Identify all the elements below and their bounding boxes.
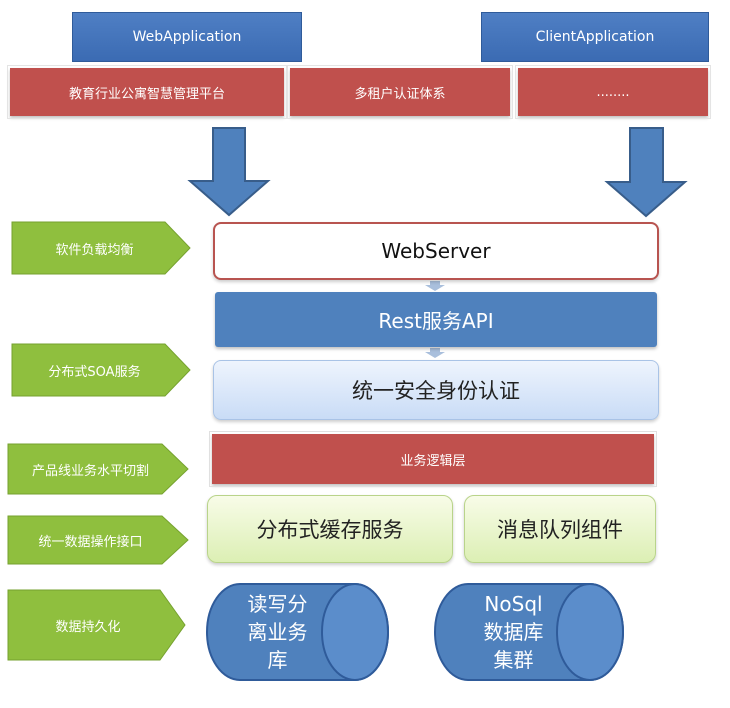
- message-queue-box: 消息队列组件: [464, 495, 656, 563]
- business-logic-box: 业务逻辑层: [209, 431, 657, 487]
- tag-horizontal-split: 产品线业务水平切割: [31, 463, 149, 479]
- tag-arrow-4: [7, 515, 189, 565]
- web-application-label: WebApplication: [132, 29, 242, 45]
- multi-tenant-auth-label: 多租户认证体系: [354, 86, 446, 102]
- business-logic-label: 业务逻辑层: [400, 453, 466, 469]
- tag-arrow-2: [11, 343, 191, 397]
- nosql-line-2: 数据库: [483, 620, 544, 644]
- small-arrow-1: [425, 281, 445, 291]
- rw-database-cylinder: [206, 583, 389, 681]
- distributed-cache-label: 分布式缓存服务: [256, 518, 404, 542]
- nosql-cluster-cylinder: [434, 583, 624, 681]
- apartment-platform-label: 教育行业公寓智慧管理平台: [68, 86, 225, 102]
- nosql-line-3: 集群: [493, 648, 534, 672]
- tag-arrow-3: [7, 443, 189, 495]
- rw-database-line-1: 读写分: [247, 592, 308, 616]
- right-down-arrow: [604, 127, 688, 218]
- left-down-arrow: [187, 127, 271, 217]
- client-application-header: ClientApplication: [481, 12, 709, 62]
- ellipsis-label: ........: [596, 84, 630, 100]
- web-application-header: WebApplication: [72, 12, 302, 62]
- tag-load-balancing: 软件负载均衡: [55, 242, 134, 258]
- message-queue-label: 消息队列组件: [497, 518, 623, 542]
- tag-data-interface: 统一数据操作接口: [38, 534, 143, 550]
- apartment-platform-cell: 教育行业公寓智慧管理平台: [7, 65, 287, 119]
- nosql-cluster-text: NoSql 数据库 集群: [466, 590, 561, 674]
- tag-data-persistence: 数据持久化: [55, 619, 121, 635]
- small-arrow-2: [425, 348, 445, 358]
- tag-soa-service: 分布式SOA服务: [48, 364, 141, 380]
- rw-database-line-2: 离业务: [247, 620, 308, 644]
- multi-tenant-auth-cell: 多租户认证体系: [287, 65, 513, 119]
- nosql-line-1: NoSql: [484, 592, 543, 616]
- rest-api-box: Rest服务API: [215, 292, 657, 347]
- identity-auth-label: 统一安全身份认证: [352, 379, 520, 403]
- client-application-label: ClientApplication: [535, 29, 655, 45]
- rw-database-text: 读写分 离业务 库: [230, 590, 325, 674]
- rw-database-line-3: 库: [267, 648, 288, 672]
- distributed-cache-box: 分布式缓存服务: [207, 495, 453, 563]
- tag-arrow-1: [11, 221, 191, 275]
- rest-api-label: Rest服务API: [378, 309, 494, 333]
- webserver-label: WebServer: [381, 239, 491, 263]
- tag-arrow-5: [7, 589, 186, 661]
- webserver-box: WebServer: [213, 222, 659, 280]
- identity-auth-box: 统一安全身份认证: [213, 360, 659, 420]
- ellipsis-cell: ........: [515, 65, 711, 119]
